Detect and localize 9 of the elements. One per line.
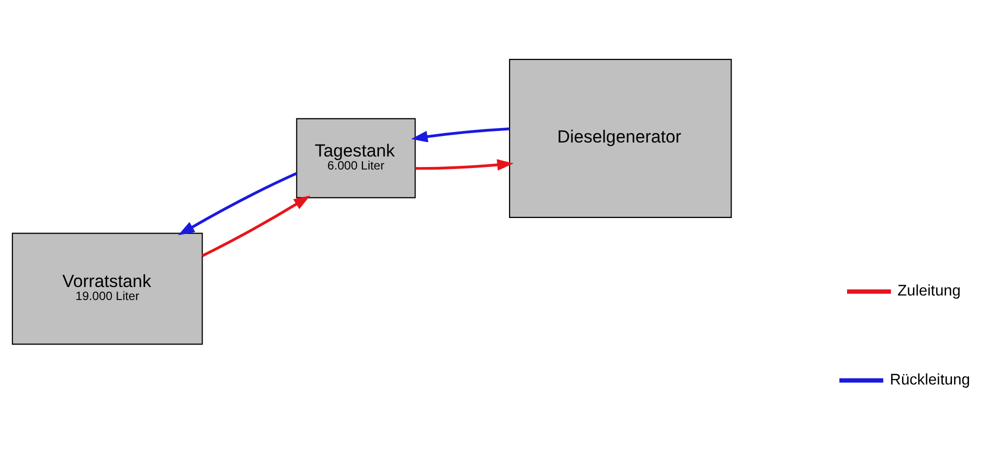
arrow: [411, 127, 510, 142]
arrow: [178, 172, 297, 236]
node-box: Dieselgenerator: [509, 58, 732, 218]
node-box: Vorratstank 19.000 Liter: [12, 232, 203, 345]
arrow: [415, 159, 514, 171]
node-box: Tagestank 6.000 Liter: [296, 118, 416, 198]
legend-label: Zuleitung: [898, 282, 961, 300]
arrow: [202, 196, 310, 258]
legend-label: Rückleitung: [890, 371, 970, 388]
